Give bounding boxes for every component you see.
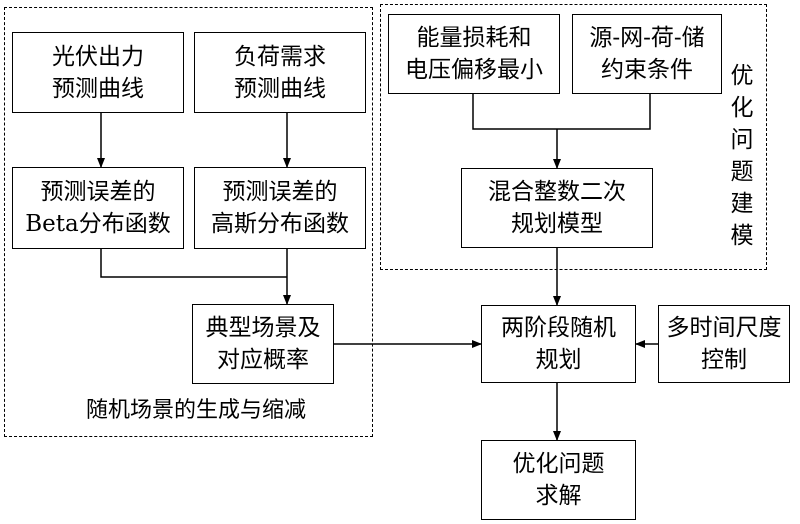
miqp-line2: 规划模型 xyxy=(511,211,603,237)
constraints-line2: 约束条件 xyxy=(601,57,693,83)
typical-scenes-line2: 对应概率 xyxy=(217,347,309,373)
pv-forecast-line2: 预测曲线 xyxy=(52,75,144,102)
load-forecast-line2: 预测曲线 xyxy=(234,75,326,102)
load-error-line2: 高斯分布函数 xyxy=(211,211,349,237)
multi-time-line1: 多时间尺度 xyxy=(666,315,782,341)
load-forecast-box: 负荷需求 预测曲线 xyxy=(194,32,366,113)
scenario-generation-group xyxy=(4,7,373,437)
objective-line1: 能量损耗和 xyxy=(416,25,532,51)
pv-forecast-line1: 光伏出力 xyxy=(52,43,144,70)
scenario-group-label: 随机场景的生成与缩减 xyxy=(86,398,307,423)
typical-scenes-box: 典型场景及 对应概率 xyxy=(192,304,334,384)
objective-line2: 电压偏移最小 xyxy=(405,57,543,83)
pv-error-line1: 预测误差的 xyxy=(40,179,156,205)
constraints-box: 源-网-荷-储 约束条件 xyxy=(572,14,722,94)
multi-time-box: 多时间尺度 控制 xyxy=(658,305,790,383)
connector-pv-error-merge xyxy=(100,249,287,278)
pv-forecast-box: 光伏出力 预测曲线 xyxy=(12,32,184,113)
load-forecast-line1: 负荷需求 xyxy=(234,43,326,70)
optimization-group-label: 优 化 问 题 建 模 xyxy=(730,63,754,249)
two-stage-line2: 规划 xyxy=(535,347,582,373)
pv-error-box: 预测误差的 Beta分布函数 xyxy=(12,167,184,249)
solve-line2: 求解 xyxy=(535,483,582,509)
solve-line1: 优化问题 xyxy=(512,451,605,477)
constraints-line1: 源-网-荷-储 xyxy=(589,25,705,51)
objective-box: 能量损耗和 电压偏移最小 xyxy=(388,14,560,94)
optimization-modeling-group xyxy=(380,4,767,270)
pv-error-line2: Beta分布函数 xyxy=(25,211,171,237)
two-stage-box: 两阶段随机 规划 xyxy=(481,305,636,383)
typical-scenes-line1: 典型场景及 xyxy=(205,315,321,341)
miqp-model-box: 混合整数二次 规划模型 xyxy=(461,168,653,248)
miqp-line1: 混合整数二次 xyxy=(488,179,626,205)
two-stage-line1: 两阶段随机 xyxy=(501,315,616,341)
load-error-box: 预测误差的 高斯分布函数 xyxy=(194,167,366,249)
multi-time-line2: 控制 xyxy=(701,347,747,373)
solve-box: 优化问题 求解 xyxy=(481,440,636,520)
load-error-line1: 预测误差的 xyxy=(222,179,338,205)
connector-objective-merge xyxy=(472,94,651,130)
